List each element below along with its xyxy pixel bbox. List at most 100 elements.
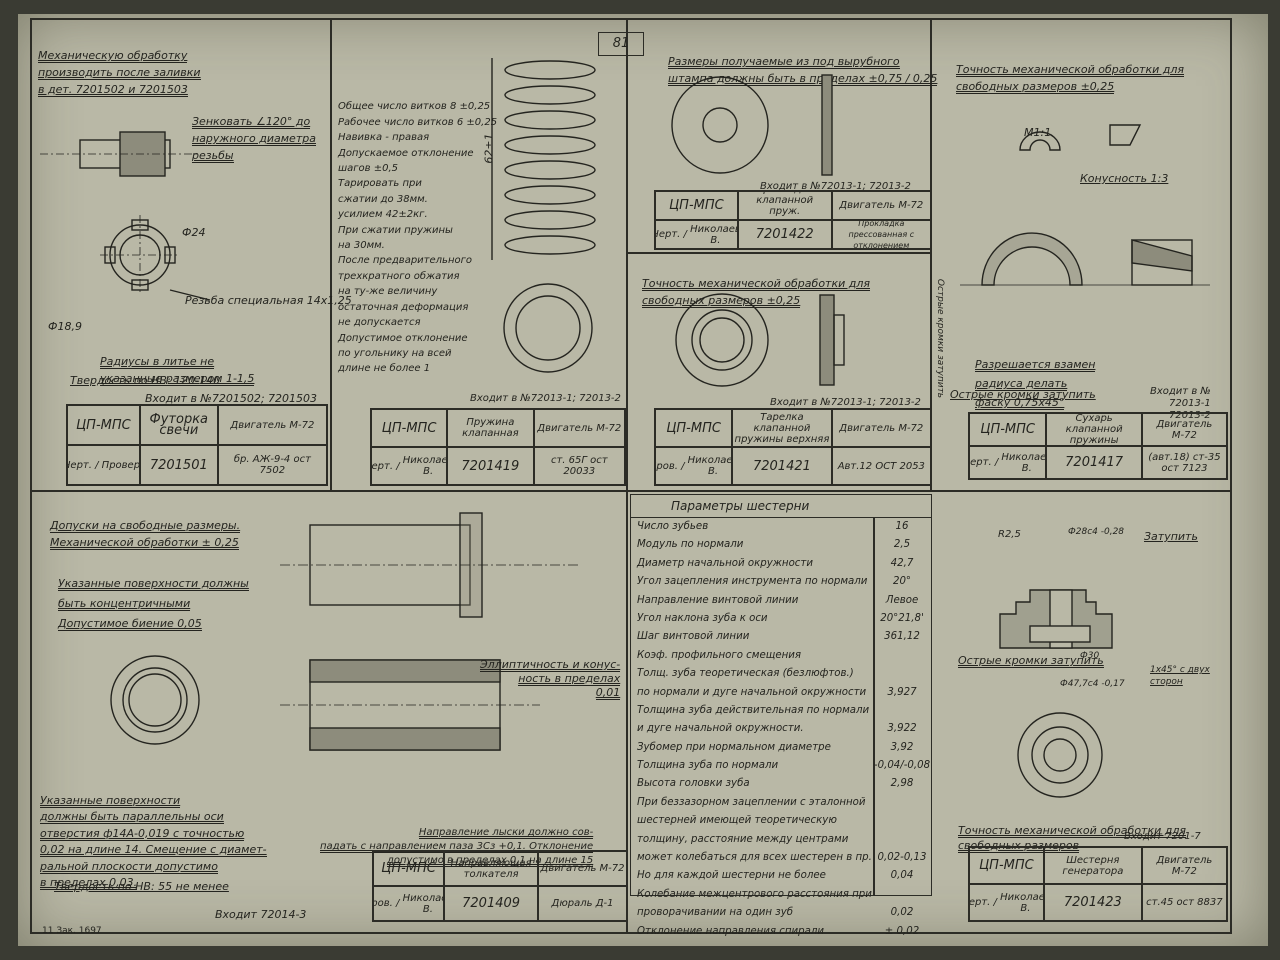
param-value: 0,02 [890,907,914,919]
param-label: Направление винтовой линии [637,594,799,606]
title-block-gear: ЦП-МПС Шестерня генератора Двигатель М-7… [968,846,1228,922]
param-row: Колебание межцентрового расстояния при [631,886,931,904]
param-row: Толщ. зуба теоретическая (безлюфтов.) [631,665,931,683]
param-label: может колебаться для всех шестерен в пр. [637,852,872,864]
tb-material: бр. АЖ-9-4 ост 7502 [217,445,327,485]
spring-coil [504,60,596,80]
param-label: Толщина зуба по нормали [637,760,779,772]
bushing-enters: Входит в №7201502; 7201503 [145,392,318,405]
tb-people: Черт. / Провер. [67,445,140,485]
gear-parameters-title: Параметры шестерни [631,495,931,518]
gear-label-d30: Ф30 [1080,651,1100,661]
tb-org: ЦП-МПС [655,409,733,447]
tb-engine: Двигатель М-72 [1141,847,1227,884]
param-row: Толщина зуба действительная по нормали [631,702,931,720]
param-value [873,886,931,904]
param-label: толщину, расстояние между центрами [637,833,849,845]
spring-coil [504,85,596,105]
param-row: Диаметр начальной окружности 42,7 [631,555,931,573]
param-value: ± 0,02 [884,925,920,937]
divider-washer [626,252,930,254]
tb-people: Черт. / Николаев В. [969,884,1044,921]
spring-drawing [491,58,596,373]
param-value [873,812,931,830]
title-block-washer: ЦП-МПС Тарелка клапанной пружины верхняя… [654,408,932,486]
param-value [873,665,931,683]
param-label: Толщина зуба действительная по нормали [637,704,870,716]
param-label: по нормали и дуге начальной окружности [637,686,867,698]
tb-people: Пров. / Николаев В. [373,886,445,921]
divider-1 [330,18,332,490]
tb-material: Авт.12 ОСТ 2053 [831,447,931,485]
divider-3 [930,18,932,490]
dim-diam24: Ф24 [182,226,206,239]
param-value [873,647,931,665]
tb-org: ЦП-МПС [67,405,140,445]
tb-engine: Двигатель М-72 [538,851,627,886]
param-row: Угол наклона зуба к оси 20°21,8' [631,610,931,628]
title-block-cracker: ЦП-МПС Сухарь клапанной пружины Двигател… [968,412,1228,480]
gear-label-d47: Ф47,7с4 -0,17 [1060,679,1125,689]
param-row: Толщина зуба по нормали [631,757,931,775]
page-number: 81 [598,32,644,56]
param-label: Угол наклона зуба к оси [637,612,768,624]
param-value: 3,92 -0,04/-0,08 [873,741,931,772]
param-value [873,757,931,775]
tb-people: Черт. / Николаев В. [371,447,448,485]
param-value: 42,7 [890,557,914,569]
tb-people: Пров. / Николаев В. [655,447,733,485]
spring-coil [504,160,596,180]
tb-org: ЦП-МПС [371,409,448,447]
gear-label-d28: Ф28с4 -0,28 [1068,527,1125,537]
column-separator [873,518,875,895]
drawing-sheet [18,14,1268,946]
param-row: и дуге начальной окружности.3,922 [631,720,931,738]
gear-label-blunt: Затупить [1144,530,1198,543]
param-label: Колебание межцентрового расстояния при [637,888,872,900]
tb-part-name: Шестерня генератора [1043,847,1142,884]
tb-material: ст. 65Г ост 20033 [533,447,625,485]
tb-number: 7201423 [1043,884,1142,921]
title-block-spring: ЦП-МПС Пружина клапанная Двигатель М-72 … [370,408,626,486]
footer-print-info: 11 Зак. 1697 [42,926,102,936]
cracker-taper: Конусность 1:3 [1080,172,1169,185]
bushing-drawing [40,131,211,301]
tb-engine: Двигатель М-72 [1141,413,1227,446]
param-row: шестерней имеющей теоретическую [631,812,931,830]
param-value: 16 [895,521,909,532]
param-label: Толщ. зуба теоретическая (безлюфтов.) [637,668,854,680]
spring-coil [504,185,596,205]
gasket-drawing [671,74,833,176]
washer-edge-note: Острые кромки затупить [935,278,946,399]
spring-coil [504,235,596,255]
gear-label-chamfer: 1х45° с двух сторон [1150,665,1210,687]
param-value: 20°21,8' [880,612,924,624]
param-value: Левое [885,594,919,606]
title-block-gasket: ЦП-МПС Прокладка клапанной пруж. уплотни… [654,190,932,250]
tb-part-name: Футорка свечи [139,405,218,445]
param-value [873,831,931,849]
param-label: Диаметр начальной окружности [637,557,813,569]
tb-org: ЦП-МПС [969,847,1044,884]
spring-coil [504,110,596,130]
tb-people: Черт. / Николаев В. [655,220,738,249]
outer-frame [30,18,1232,934]
param-row: Направление винтовой линии Левое [631,592,931,610]
guide-direction-note: Направление лыски должно сов-падать с на… [320,827,594,867]
spring-coil [504,135,596,155]
tb-people: Черт. / Николаев В. [969,446,1047,479]
spring-coil [504,210,596,230]
param-value: 3,927 [887,686,917,698]
tb-engine: Двигатель М-72 [217,405,327,445]
param-label: Угол зацепления инструмента по нормали [637,576,868,588]
tb-engine: Двигатель М-72 [533,409,625,447]
cracker-edge-note: Острые кромки затупить [950,388,1096,401]
